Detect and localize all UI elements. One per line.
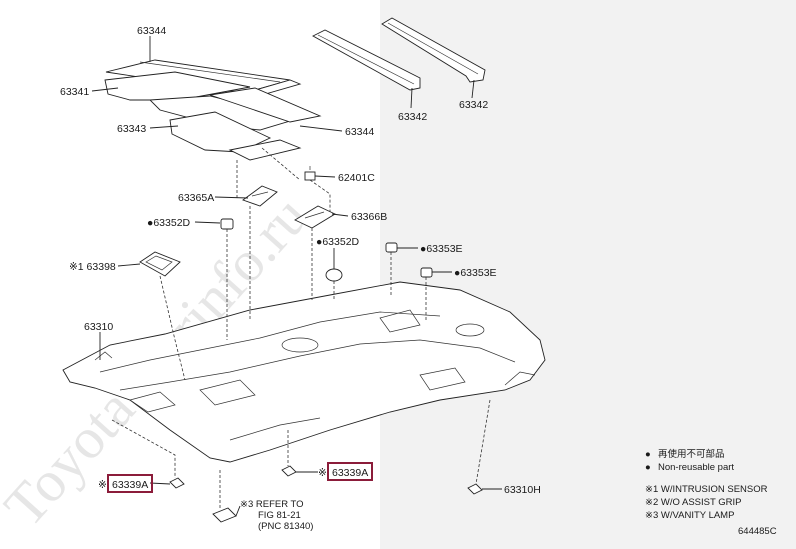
svg-text:※3 REFER TO: ※3 REFER TO [240,499,304,510]
callout-63353e-b: ●63353E [454,267,497,279]
callout-63310h: 63310H [504,484,541,496]
highlight-box-left [107,474,153,493]
plug-63353e-a [385,242,398,253]
callout-63341: 63341 [60,86,89,98]
svg-text:(PNC 81340): (PNC 81340) [258,521,313,532]
refer-note: ※3 REFER TO FIG 81-21 (PNC 81340) [240,499,313,532]
callout-63352d-a: ●63352D [147,217,191,229]
pad-63341 [104,71,322,131]
callout-63339a-left-group: ※ 63339A [98,474,153,493]
legend-text-jp: 再使用不可部品 [658,448,725,460]
footnote-2: ※2 W/O ASSIST GRIP [645,497,741,508]
callout-63342-right: 63342 [459,99,488,111]
clip-63310h [467,483,483,495]
plug-63352d-b [325,268,343,282]
callout-62401c: 62401C [338,172,375,184]
clip-63339a-right [281,465,297,477]
headliner-63310 [62,281,546,463]
note-mark-left: ※ [98,479,107,491]
plug-63353e-b [420,267,433,278]
clip-63339a-left [169,477,185,489]
callout-63344-mid: 63344 [345,126,374,138]
callout-63353e-a: ●63353E [420,243,463,255]
callout-63339a-left: 63339A [112,479,148,491]
plug-63352d-a [220,218,234,230]
lamp-ref-part [212,507,237,523]
callout-63339a-right-group: ※ 63339A [318,462,373,481]
callout-63343: 63343 [117,123,146,135]
legend-symbol-jp: ● [645,449,651,460]
svg-text:FIG 81-21: FIG 81-21 [258,510,301,521]
legend: ● 再使用不可部品 ● Non-reusable part [645,448,734,473]
highlight-box-right [327,462,373,481]
callout-63352d-b: ●63352D [316,236,360,248]
callout-63365a: 63365A [178,192,214,204]
note-mark-right: ※ [318,467,327,479]
callout-labels: 63344 63341 63343 63344 63342 63342 6240… [60,25,541,496]
callout-63310: 63310 [84,321,113,333]
callout-63398: ※1 63398 [69,261,116,273]
clip-62401c [304,166,316,181]
callout-63339a-right: 63339A [332,467,368,479]
callout-63344-top: 63344 [137,25,166,37]
footnote-3: ※3 W/VANITY LAMP [645,510,734,521]
footnotes: ※1 W/INTRUSION SENSOR ※2 W/O ASSIST GRIP… [645,484,768,521]
sensor-63398 [139,251,181,277]
footnote-1: ※1 W/INTRUSION SENSOR [645,484,768,495]
strip-63342-right [381,17,486,83]
assembly-lines [111,147,491,508]
shaded-panel [380,0,796,549]
figure-id: 644485C [738,526,777,537]
strip-63342-left [312,29,421,91]
legend-text-en: Non-reusable part [658,462,734,473]
pad-63343 [169,111,302,161]
callout-63366b: 63366B [351,211,387,223]
bracket-63365a [242,185,278,207]
legend-symbol-en: ● [645,462,651,473]
leader-lines [91,36,502,517]
callout-63342-left: 63342 [398,111,427,123]
